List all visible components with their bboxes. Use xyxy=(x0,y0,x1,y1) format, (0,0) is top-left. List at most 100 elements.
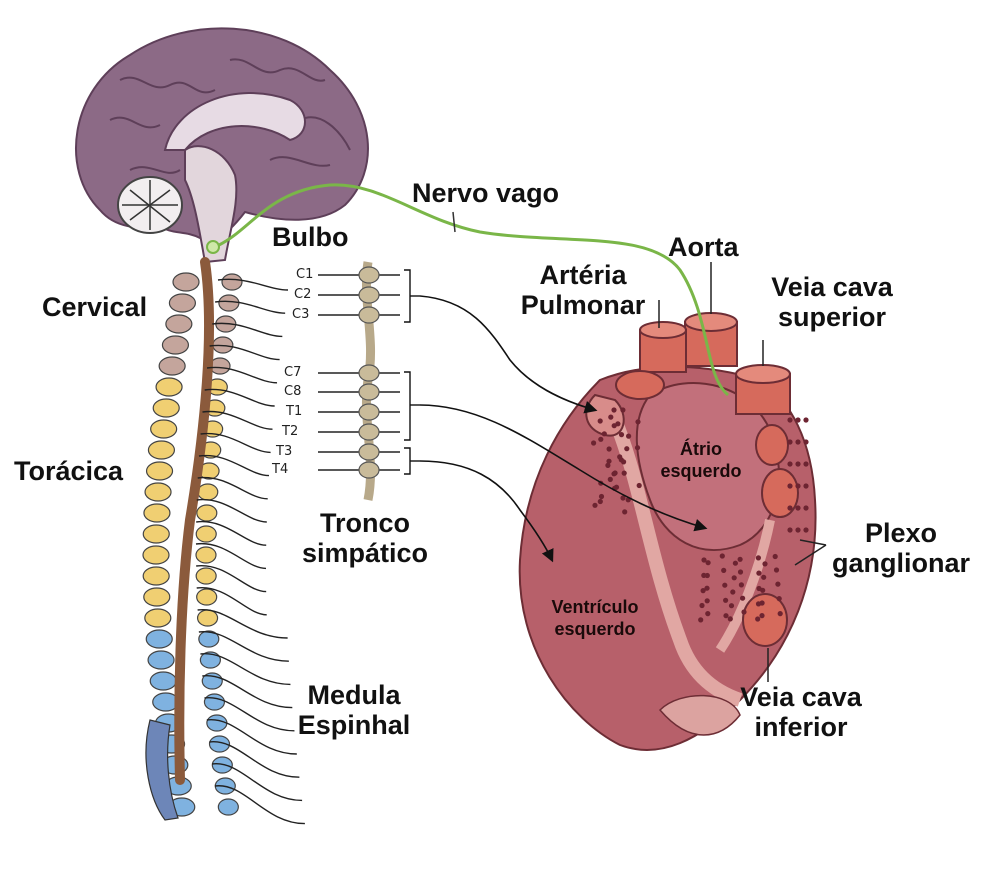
vertebra-left xyxy=(144,588,170,606)
plexus-dot xyxy=(741,609,746,614)
plexus-dot xyxy=(740,596,745,601)
label-tronco-simpatico: Tronco simpático xyxy=(290,508,440,568)
plexus-dot xyxy=(698,617,703,622)
plexus-dot xyxy=(622,509,627,514)
segment-label-t4: T4 xyxy=(272,463,288,477)
ganglion xyxy=(359,384,379,400)
plexus-dot xyxy=(608,477,613,482)
plexus-dot xyxy=(803,505,808,510)
segment-label-c3: C3 xyxy=(292,308,309,322)
vertebra-right xyxy=(219,295,239,311)
segment-brackets xyxy=(404,270,420,474)
plexus-dot xyxy=(777,596,782,601)
label-aorta: Aorta xyxy=(668,232,739,262)
label-plexo-ganglionar: Plexo ganglionar xyxy=(826,518,976,578)
vertebra-left xyxy=(144,504,170,522)
plexus-dot xyxy=(605,463,610,468)
plexus-dot xyxy=(611,471,616,476)
label-plexo-line2: ganglionar xyxy=(826,548,976,578)
vertebra-left xyxy=(146,630,172,648)
vertebra-left xyxy=(147,462,173,480)
plexus-dot xyxy=(705,611,710,616)
plexus-dot xyxy=(720,553,725,558)
plexus-dot xyxy=(761,575,766,580)
plexus-dot xyxy=(738,569,743,574)
label-medula-espinhal: Medula Espinhal xyxy=(284,680,424,740)
label-medula-line1: Medula xyxy=(284,680,424,710)
plexus-dot xyxy=(624,446,629,451)
plexus-dot xyxy=(620,407,625,412)
plexus-dot xyxy=(706,560,711,565)
plexus-dot xyxy=(728,616,733,621)
label-arteria-pulmonar: Artéria Pulmonar xyxy=(508,260,658,320)
plexus-dot xyxy=(787,527,792,532)
vertebra-left xyxy=(150,672,176,690)
plexus-dot xyxy=(729,603,734,608)
plexus-dot xyxy=(608,415,613,420)
plexus-dot xyxy=(795,527,800,532)
plexus-dot xyxy=(723,598,728,603)
vertebra-left xyxy=(166,315,192,333)
label-medula-line2: Espinhal xyxy=(284,710,424,740)
label-vci-line2: inferior xyxy=(726,712,876,742)
plexus-dot xyxy=(803,483,808,488)
plexus-dot xyxy=(787,505,792,510)
plexus-dot xyxy=(756,571,761,576)
label-bulbo: Bulbo xyxy=(272,222,348,252)
segment-label-t2: T2 xyxy=(282,425,298,439)
plexus-dot xyxy=(795,461,800,466)
plexus-dot xyxy=(759,613,764,618)
vertebra-left xyxy=(153,399,179,417)
label-ventriculo-line2: esquerdo xyxy=(530,618,660,640)
plexus-dot xyxy=(773,554,778,559)
vertebra-left xyxy=(173,273,199,291)
label-tronco-line1: Tronco xyxy=(290,508,440,538)
vertebra-left xyxy=(169,294,195,312)
plexus-dot xyxy=(803,417,808,422)
plexus-dot xyxy=(739,582,744,587)
plexus-dot xyxy=(611,407,616,412)
bulbo-dot xyxy=(207,241,219,253)
label-atrio-line1: Átrio xyxy=(636,438,766,460)
plexus-dot xyxy=(795,439,800,444)
vertebra-left xyxy=(145,609,171,627)
vertebra-left xyxy=(156,378,182,396)
vertebra-left xyxy=(159,357,185,375)
plexus-dot xyxy=(622,471,627,476)
pulmonary-vein-left xyxy=(616,371,664,399)
vertebra-left xyxy=(143,546,169,564)
plexus-dot xyxy=(774,567,779,572)
plexus-dot xyxy=(795,505,800,510)
label-vci-line1: Veia cava xyxy=(726,682,876,712)
vertebra-left xyxy=(151,420,177,438)
plexus-dot xyxy=(612,423,617,428)
label-toracica: Torácica xyxy=(14,456,123,486)
vertebra-right xyxy=(198,484,218,500)
plexus-dot xyxy=(637,483,642,488)
plexus-dot xyxy=(705,573,710,578)
plexus-dot xyxy=(619,432,624,437)
ganglion xyxy=(359,365,379,381)
label-arteria-line2: Pulmonar xyxy=(508,290,658,320)
segment-label-c7: C7 xyxy=(284,366,301,380)
ganglion xyxy=(359,287,379,303)
plexus-dot xyxy=(704,586,709,591)
vertebra-right xyxy=(196,526,216,542)
plexus-dot xyxy=(795,483,800,488)
plexus-dot xyxy=(723,613,728,618)
ganglion xyxy=(359,267,379,283)
segment-label-t3: T3 xyxy=(276,445,292,459)
plexus-dot xyxy=(775,582,780,587)
segment-label-c2: C2 xyxy=(294,288,311,302)
ganglion xyxy=(359,462,379,478)
plexus-dot xyxy=(787,417,792,422)
label-tronco-line2: simpático xyxy=(290,538,440,568)
plexus-dot xyxy=(598,418,603,423)
label-ventriculo-esquerdo: Ventrículo esquerdo xyxy=(530,596,660,640)
ganglion xyxy=(359,307,379,323)
vertebra-left xyxy=(162,336,188,354)
ganglion xyxy=(359,444,379,460)
label-atrio-line2: esquerdo xyxy=(636,460,766,482)
vertebra-right xyxy=(196,568,216,584)
vertebra-right xyxy=(196,547,216,563)
